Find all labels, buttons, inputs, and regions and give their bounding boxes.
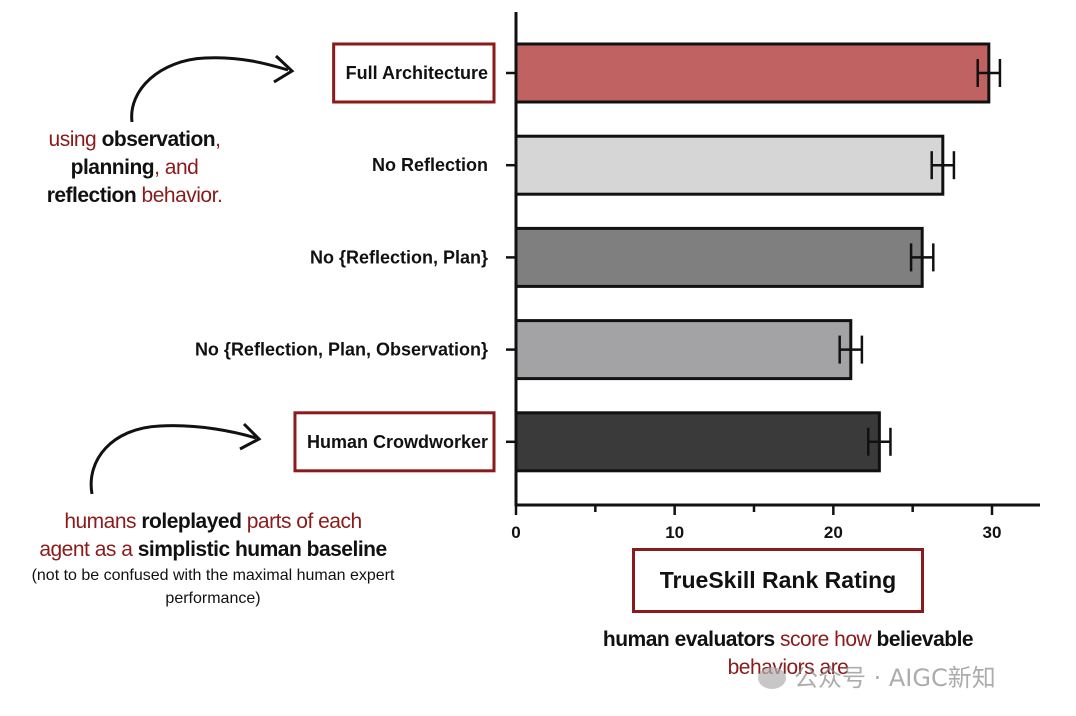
bar bbox=[514, 319, 853, 381]
annotation-segment: humans bbox=[64, 510, 142, 533]
annotation-segment: reflection bbox=[46, 184, 137, 207]
annotation-segment: parts of each bbox=[241, 510, 362, 533]
x-tick-label: 10 bbox=[665, 523, 684, 542]
annotation-segment: , and bbox=[154, 156, 199, 179]
annotation-human-baseline: humans roleplayed parts of each agent as … bbox=[8, 508, 418, 610]
annotation-human-baseline-text: humans roleplayed parts of each agent as … bbox=[8, 508, 418, 564]
annotation-segment: using bbox=[48, 128, 102, 151]
annotation-segment: planning bbox=[70, 156, 155, 179]
annotation-observation-planning-reflection: using observation, planning, and reflectio… bbox=[22, 126, 247, 210]
curved-arrow-icon bbox=[89, 424, 257, 495]
annotation-segment: agent as a bbox=[39, 538, 138, 561]
x-tick-label: 20 bbox=[824, 523, 843, 542]
annotation-segment: behavior. bbox=[136, 184, 223, 207]
watermark-text: 公众号 · AIGC新知 bbox=[794, 664, 996, 692]
x-tick-label: 0 bbox=[511, 523, 520, 542]
category-labels: Full Architecture No Reflection No {Reflec… bbox=[195, 42, 496, 473]
annotation-segment: believable bbox=[876, 628, 974, 651]
annotation-segment: simplistic human baseline bbox=[137, 538, 387, 561]
caption-human-evaluators: human evaluators score how believable beh… bbox=[548, 626, 1028, 682]
bar bbox=[514, 134, 945, 196]
axis-layer: 0 10 20 30 bbox=[506, 12, 1040, 542]
curved-arrow-icon bbox=[130, 56, 289, 123]
annotation-segment: human evaluators bbox=[602, 628, 775, 651]
arrowhead-icon bbox=[273, 54, 295, 84]
annotation-segment: roleplayed bbox=[141, 510, 242, 533]
category-label: Full Architecture bbox=[346, 63, 488, 83]
bar bbox=[514, 226, 924, 288]
category-label: No Reflection bbox=[372, 155, 488, 175]
arrowhead-icon bbox=[239, 422, 262, 451]
annotation-note: (not to be confused with the maximal hum… bbox=[31, 567, 395, 607]
highlight-box bbox=[293, 411, 496, 473]
x-axis-title: TrueSkill Rank Rating bbox=[632, 548, 924, 613]
annotation-segment: score how bbox=[774, 628, 877, 651]
bars-layer bbox=[514, 42, 1002, 473]
watermark: 公众号 · AIGC新知 bbox=[758, 658, 996, 693]
bar bbox=[514, 411, 881, 473]
category-label: No {Reflection, Plan, Observation} bbox=[195, 340, 488, 360]
bar bbox=[514, 42, 991, 104]
annotation-arrows bbox=[89, 54, 295, 495]
category-label: Human Crowdworker bbox=[307, 432, 488, 452]
annotation-segment: observation bbox=[101, 128, 216, 151]
highlight-box bbox=[332, 42, 496, 104]
x-tick-label: 30 bbox=[983, 523, 1002, 542]
category-label: No {Reflection, Plan} bbox=[310, 247, 488, 267]
annotation-segment: , bbox=[215, 128, 221, 151]
annotation-segment: behaviors are bbox=[727, 656, 849, 679]
wechat-icon bbox=[758, 667, 786, 689]
